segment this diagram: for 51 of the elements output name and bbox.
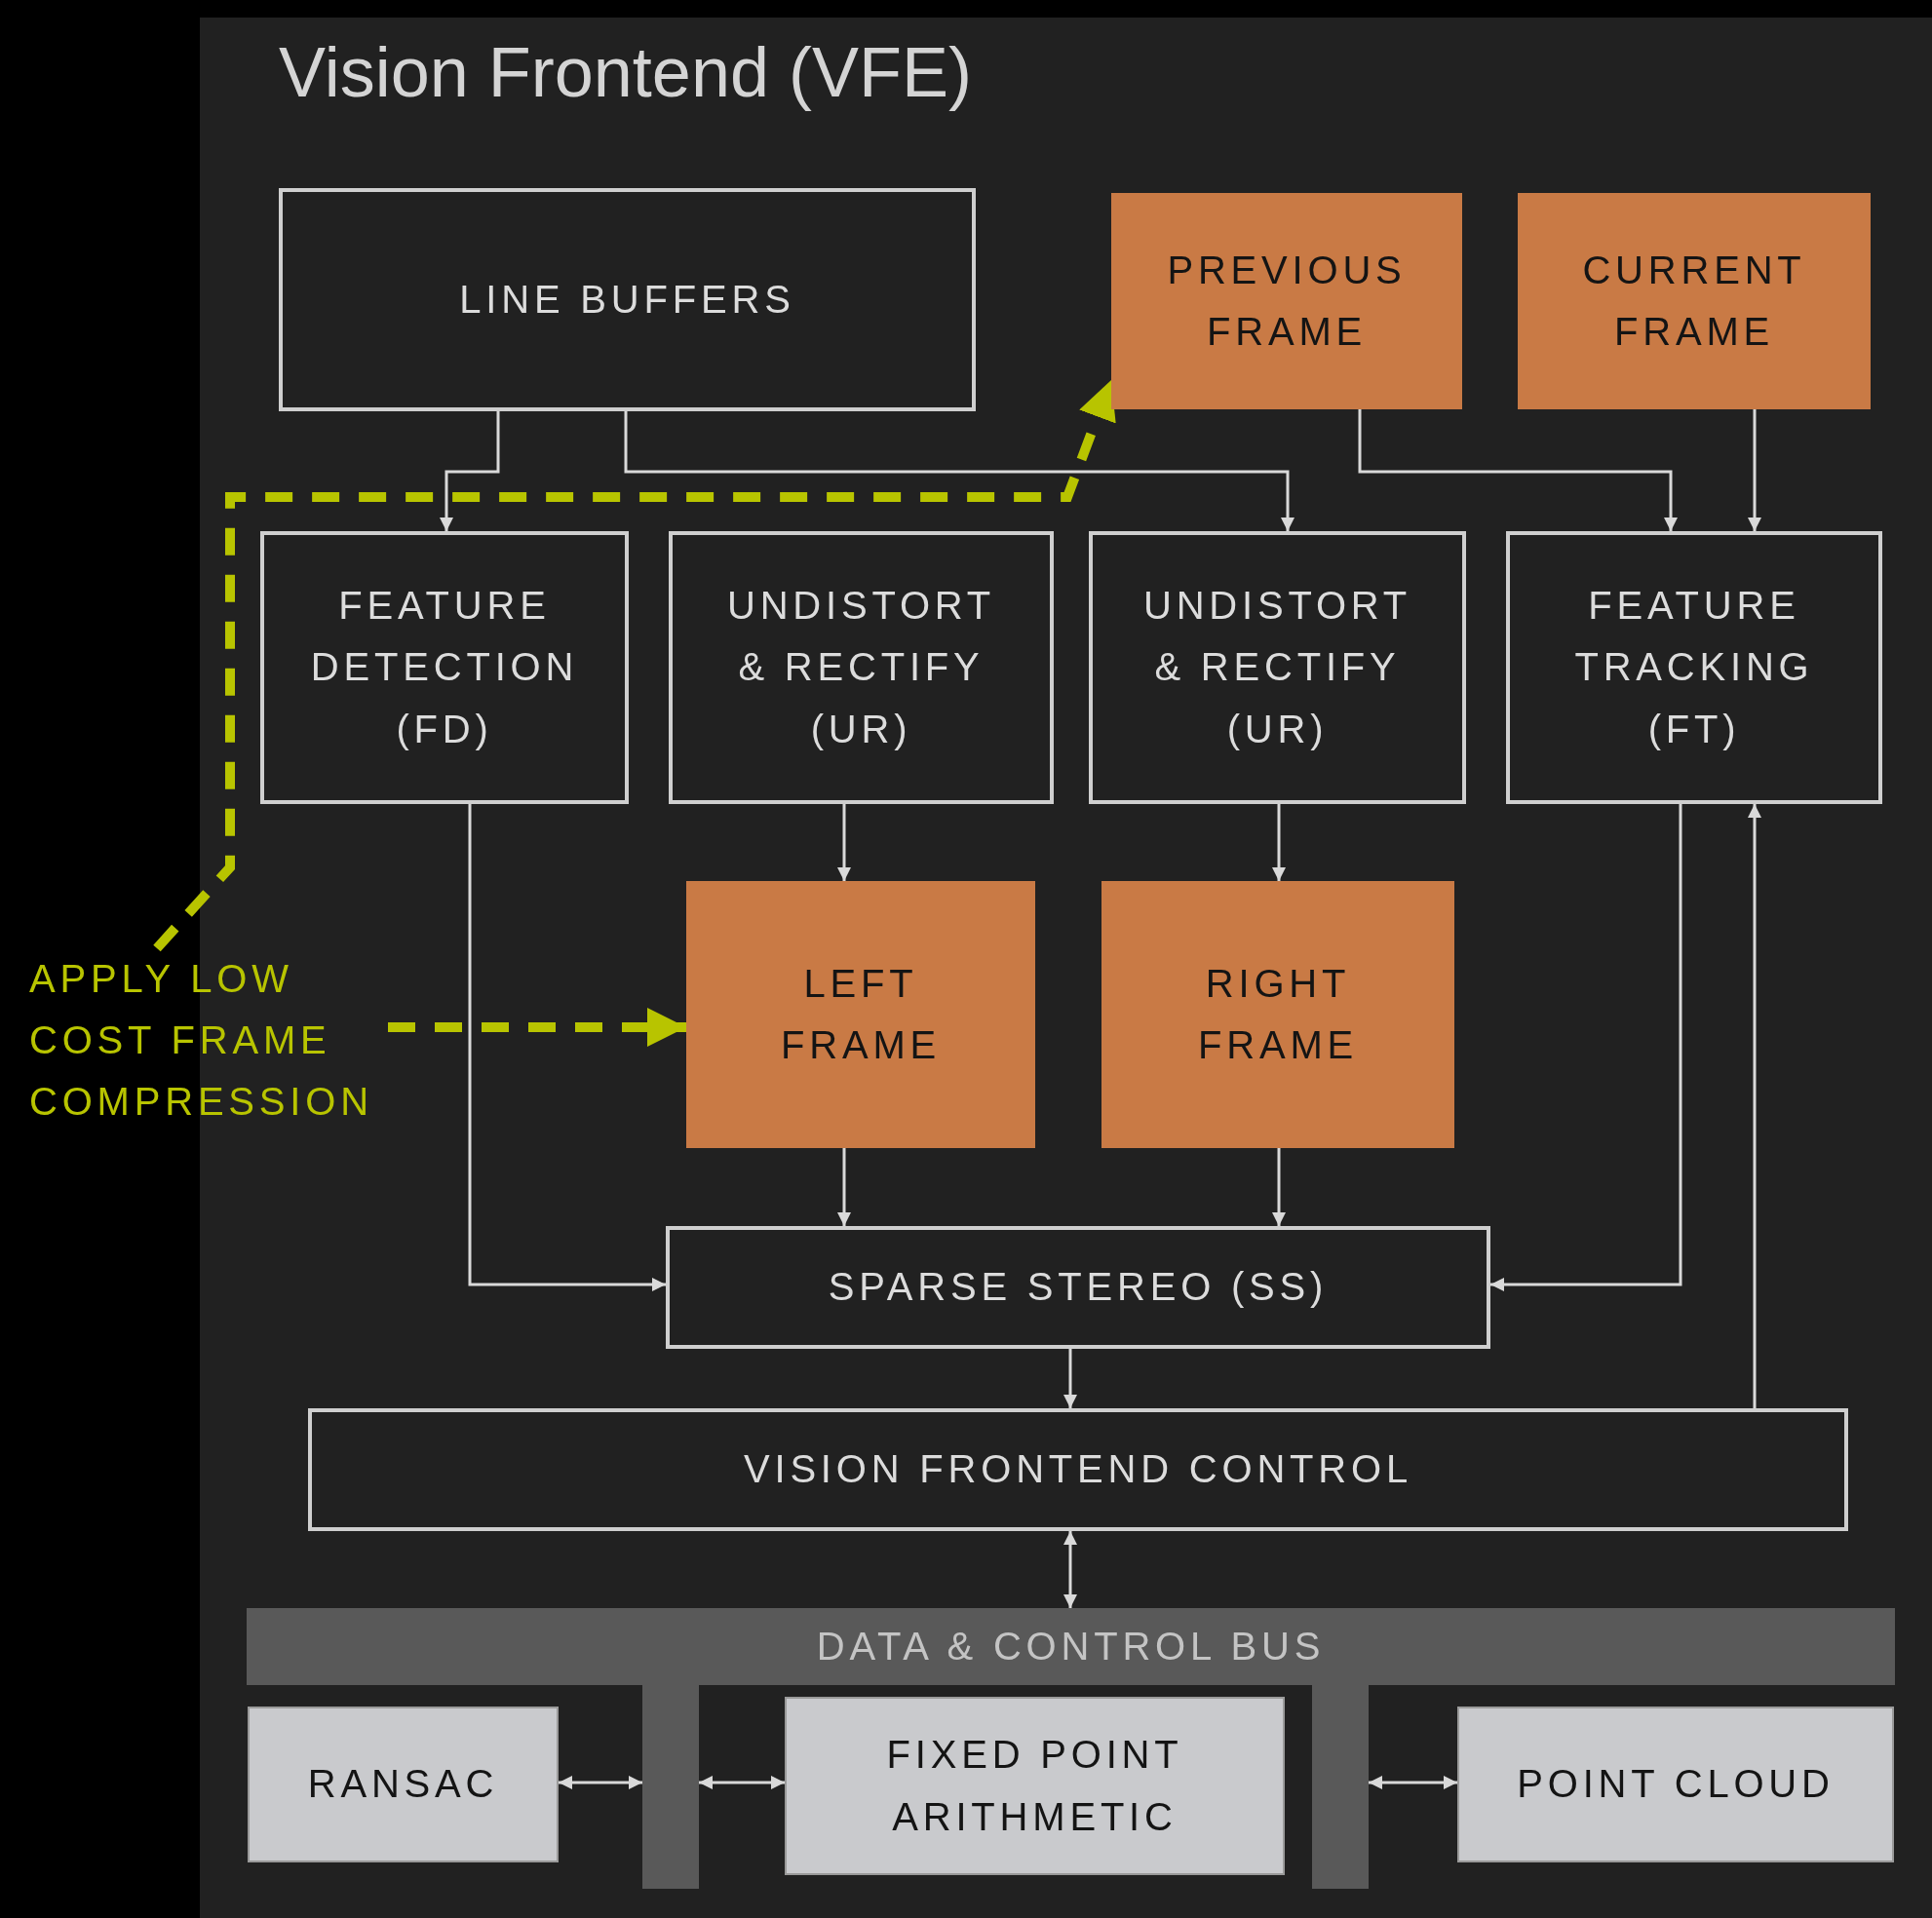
box-label: VISION FRONTEND CONTROL (744, 1446, 1412, 1493)
frame-buffer-box (1518, 193, 1871, 409)
arrow (388, 1008, 686, 1047)
box-label: LINE BUFFERS (459, 276, 795, 323)
process-box (260, 531, 629, 804)
box-label: FEATURE TRACKING (FT) (1573, 583, 1815, 752)
arrow (153, 378, 1116, 952)
box-label: DATA & CONTROL BUS (816, 1623, 1326, 1669)
bar-shape (642, 1685, 699, 1889)
arrow (837, 804, 851, 881)
arrow (1369, 1776, 1457, 1789)
box-label: CURRENT FRAME (1581, 247, 1807, 355)
process-box (308, 1408, 1848, 1531)
process-box (669, 531, 1054, 804)
arrow (1490, 804, 1682, 1291)
arrow (1272, 804, 1286, 881)
module-box (785, 1697, 1285, 1875)
box-label: FIXED POINT ARITHMETIC (885, 1732, 1184, 1840)
bar-shape (1312, 1685, 1369, 1889)
arrow (440, 411, 500, 531)
arrow (1272, 1148, 1286, 1226)
box-label: APPLY LOW COST FRAME COMPRESSION (29, 956, 374, 1126)
box-label: UNDISTORT & RECTIFY (UR) (1141, 583, 1413, 752)
box-label: PREVIOUS FRAME (1166, 247, 1408, 355)
box-label: RANSAC (307, 1761, 499, 1808)
arrow (699, 1776, 785, 1789)
arrow (837, 1148, 851, 1226)
box-label: LEFT FRAME (780, 960, 942, 1068)
process-box (666, 1226, 1490, 1349)
process-box (1506, 531, 1882, 804)
process-box (279, 188, 976, 411)
box-label: UNDISTORT & RECTIFY (UR) (725, 583, 997, 752)
process-box (1089, 531, 1466, 804)
box-label: FEATURE DETECTION (FD) (309, 583, 580, 752)
module-box (248, 1707, 559, 1862)
module-box (1457, 1707, 1894, 1862)
arrow (1748, 804, 1761, 1408)
arrow (624, 411, 1294, 531)
arrow (559, 1776, 642, 1789)
bus-band (247, 1608, 1895, 1685)
frame-buffer-box (1111, 193, 1462, 409)
frame-buffer-box (1101, 881, 1454, 1148)
box-label: SPARSE STEREO (SS) (828, 1264, 1329, 1311)
box-label: RIGHT FRAME (1197, 960, 1359, 1068)
arrow (1063, 1349, 1077, 1408)
arrow (1358, 409, 1678, 531)
arrow (468, 804, 666, 1291)
arrow (1063, 1531, 1077, 1608)
box-label: POINT CLOUD (1517, 1761, 1835, 1808)
arrow (1748, 409, 1761, 531)
frame-buffer-box (686, 881, 1035, 1148)
